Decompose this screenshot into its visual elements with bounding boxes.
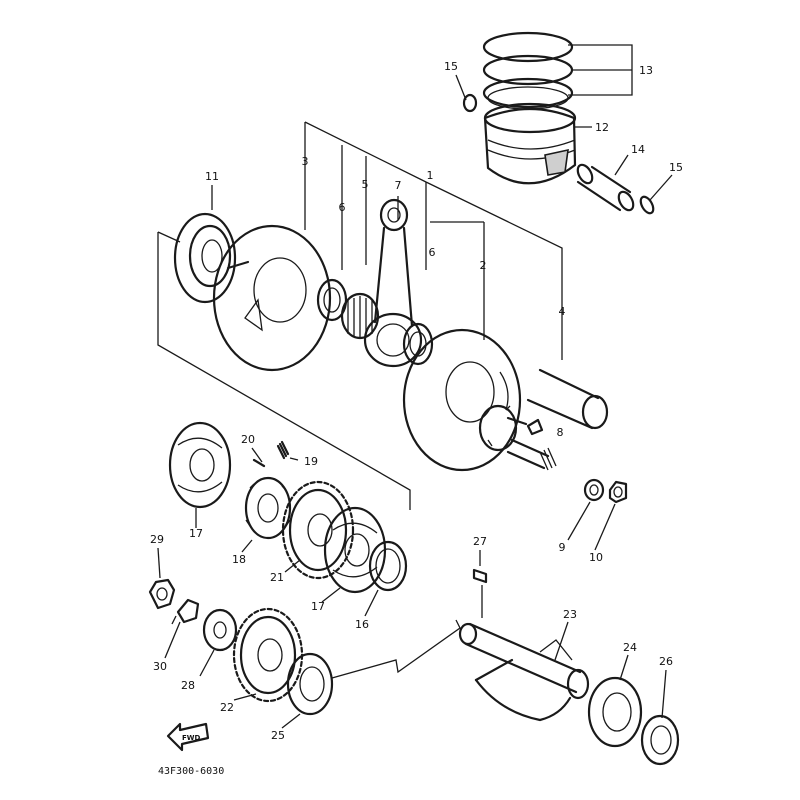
callout-21: 21	[270, 571, 284, 584]
balancer-shaft-23	[458, 622, 590, 722]
callout-labels: 1 2 3 4 5 6 6 7 8 9 10 11 12 13 14 15 15…	[150, 60, 683, 742]
piston-pin-clip-right	[639, 195, 655, 215]
crankshaft-bracket-lines	[157, 121, 563, 510]
callout-12: 12	[595, 121, 609, 134]
fwd-label: FWD	[182, 734, 201, 742]
callout-29: 29	[150, 533, 164, 546]
callout-5: 5	[362, 178, 369, 191]
callout-18: 18	[232, 553, 246, 566]
washer-28	[202, 608, 238, 652]
piston-pin-clip-left	[462, 93, 478, 113]
piston-pin	[576, 163, 635, 212]
woodruff-key	[526, 418, 544, 436]
drive-gear-21	[281, 480, 355, 580]
callout-28: 28	[181, 679, 195, 692]
drawing-code: 43F300-6030	[158, 766, 224, 777]
washer-9	[583, 478, 605, 502]
callout-22: 22	[220, 701, 234, 714]
callout-26: 26	[659, 655, 673, 668]
plate-17-lower	[323, 506, 387, 594]
big-end-bearing	[340, 292, 380, 340]
callout-6b: 6	[429, 246, 436, 259]
oil-seal-26	[640, 714, 680, 766]
pin-20	[252, 458, 266, 468]
spring-19	[276, 440, 290, 460]
balancer-leader-lines	[157, 547, 667, 729]
callout-15a: 15	[444, 60, 458, 73]
callout-17a: 17	[189, 527, 203, 540]
callout-27: 27	[473, 535, 487, 548]
nut-leader-lines	[567, 501, 616, 551]
bearing-25	[286, 652, 334, 716]
piston-rings	[482, 31, 574, 110]
lock-washer-30	[171, 598, 200, 625]
piston-leader-lines	[455, 44, 673, 201]
gear-hub-18	[244, 476, 292, 540]
callout-6a: 6	[339, 201, 346, 214]
balancer-gear-22	[232, 607, 304, 703]
callout-4: 4	[559, 305, 566, 318]
callout-23: 23	[563, 608, 577, 621]
crank-web-right	[402, 328, 522, 472]
connecting-rod	[363, 198, 423, 368]
callout-1: 1	[427, 169, 434, 182]
callout-16: 16	[355, 618, 369, 631]
callout-30: 30	[153, 660, 167, 673]
nut-10	[608, 480, 628, 504]
piston	[483, 102, 577, 185]
crank-pin	[526, 368, 609, 430]
nut-29	[148, 578, 176, 610]
callout-20: 20	[241, 433, 255, 446]
callout-19: 19	[304, 455, 318, 468]
callout-7: 7	[395, 179, 402, 192]
callout-3: 3	[302, 155, 309, 168]
crank-web-left	[212, 224, 332, 372]
callout-25: 25	[271, 729, 285, 742]
plate-17-upper	[168, 421, 232, 509]
callout-14: 14	[631, 143, 645, 156]
callout-11: 11	[205, 170, 219, 183]
thrust-washer-left	[316, 278, 348, 322]
callout-9: 9	[559, 541, 566, 554]
crankshaft-right-end	[478, 404, 557, 471]
callout-8: 8	[557, 426, 564, 439]
drive-leader-lines	[195, 447, 379, 617]
callout-10: 10	[589, 551, 603, 564]
callout-13: 13	[639, 64, 653, 77]
callout-24: 24	[623, 641, 637, 654]
crankshaft-bearing-left	[173, 212, 237, 304]
bearing-24	[587, 676, 643, 748]
fwd-arrow-icon: FWD	[166, 722, 210, 752]
callout-2: 2	[480, 259, 487, 272]
washer-16	[368, 540, 408, 592]
callout-17b: 17	[311, 600, 325, 613]
callout-15b: 15	[669, 161, 683, 174]
key-27	[472, 568, 488, 584]
